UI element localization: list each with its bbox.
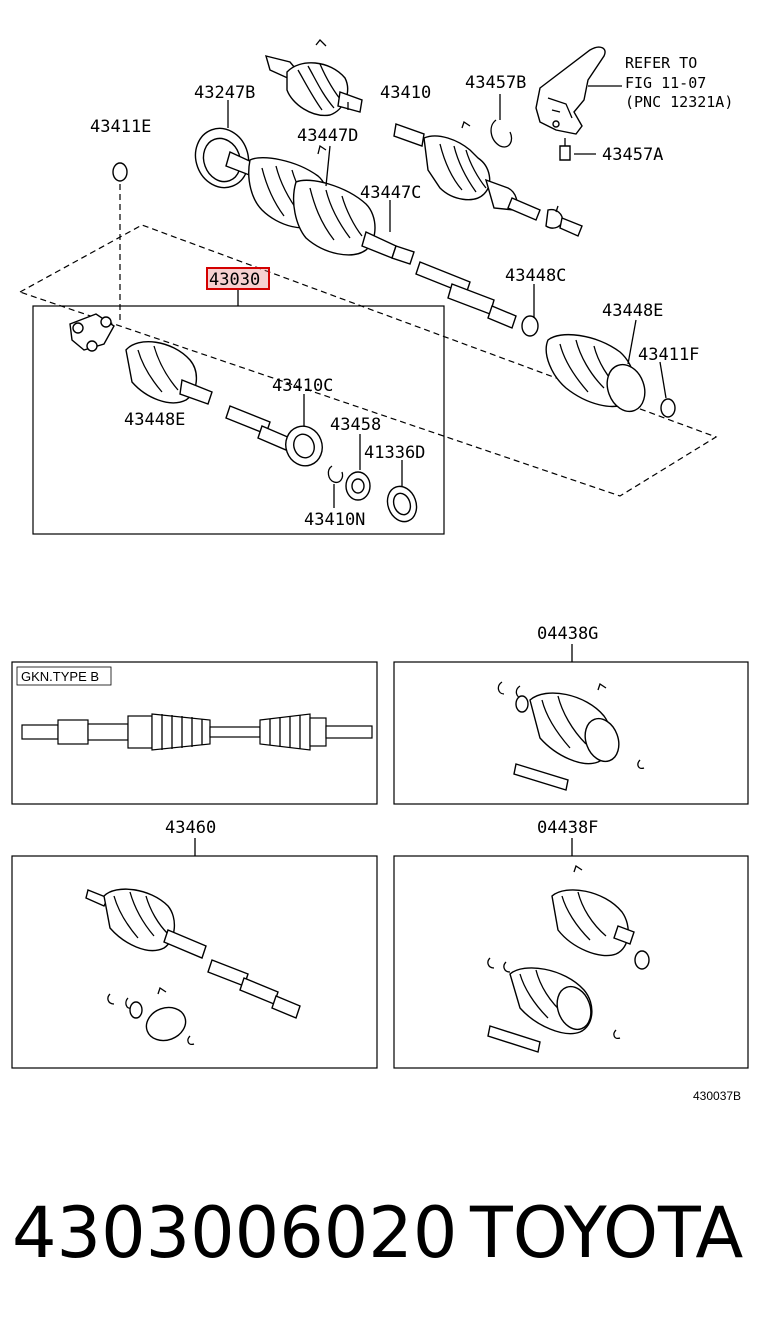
label-43460: 43460: [165, 818, 216, 838]
label-43410c: 43410C: [272, 376, 333, 396]
top-exploded-view: 43247B 43410 43457B REFER TO FIG 11-07 (…: [18, 39, 733, 535]
label-41336d: 41336D: [364, 443, 425, 463]
bottom-panels: GKN.TYPE B 04438G: [11, 624, 749, 1103]
bracket-part: [535, 46, 622, 161]
right-boot-part: [545, 334, 676, 418]
label-43411e: 43411E: [90, 117, 151, 137]
subassembly-parts: [69, 313, 418, 523]
gkn-shaft-drawing: [21, 713, 373, 751]
label-04438g: 04438G: [537, 624, 598, 644]
caption-gkn-type-b: GKN.TYPE B: [21, 669, 99, 684]
refer-line-1: REFER TO: [625, 54, 697, 72]
refer-line-3: (PNC 12321A): [625, 93, 733, 111]
label-43457a: 43457A: [602, 145, 663, 165]
snap-ring-43457b: [490, 119, 513, 148]
label-43448e-right: 43448E: [602, 301, 663, 321]
part-labels: 43247B 43410 43457B REFER TO FIG 11-07 (…: [90, 54, 733, 530]
panel-gkn-type-b: [11, 661, 378, 805]
footer-brand: TOYOTA: [469, 1192, 743, 1274]
assembly-dashed-outline: [18, 224, 718, 497]
main-boot-assembly: [194, 127, 517, 329]
boot-kit-f-drawing: [487, 864, 650, 1053]
label-43447d: 43447D: [297, 126, 358, 146]
label-04438f: 04438F: [537, 818, 598, 838]
highlight-43030: [206, 267, 270, 290]
label-43447c: 43447C: [360, 183, 421, 203]
shaft-43460-drawing: [85, 888, 301, 1046]
label-43410: 43410: [380, 83, 431, 103]
refer-line-2: FIG 11-07: [625, 74, 706, 92]
label-43410n: 43410N: [304, 510, 365, 530]
figure-code: 430037B: [693, 1089, 741, 1103]
footer: 4303006020 TOYOTA: [12, 1192, 743, 1274]
panel-04438g: [393, 661, 749, 805]
label-43458: 43458: [330, 415, 381, 435]
label-43247b: 43247B: [194, 83, 255, 103]
ring-43411e: [112, 162, 128, 182]
clamp-43448c: [521, 315, 539, 337]
label-43448c: 43448C: [505, 266, 566, 286]
label-43457b: 43457B: [465, 73, 526, 93]
label-43030[interactable]: 43030: [209, 270, 260, 290]
label-43448e-left: 43448E: [124, 410, 185, 430]
boot-kit-g-drawing: [497, 681, 645, 791]
footer-part-number: 4303006020: [12, 1192, 457, 1274]
label-43411f: 43411F: [638, 345, 699, 365]
leader-lines: [227, 94, 667, 508]
panel-43460: [11, 855, 378, 1069]
panel-04438f: [393, 855, 749, 1069]
upper-shaft-part: [264, 39, 583, 237]
